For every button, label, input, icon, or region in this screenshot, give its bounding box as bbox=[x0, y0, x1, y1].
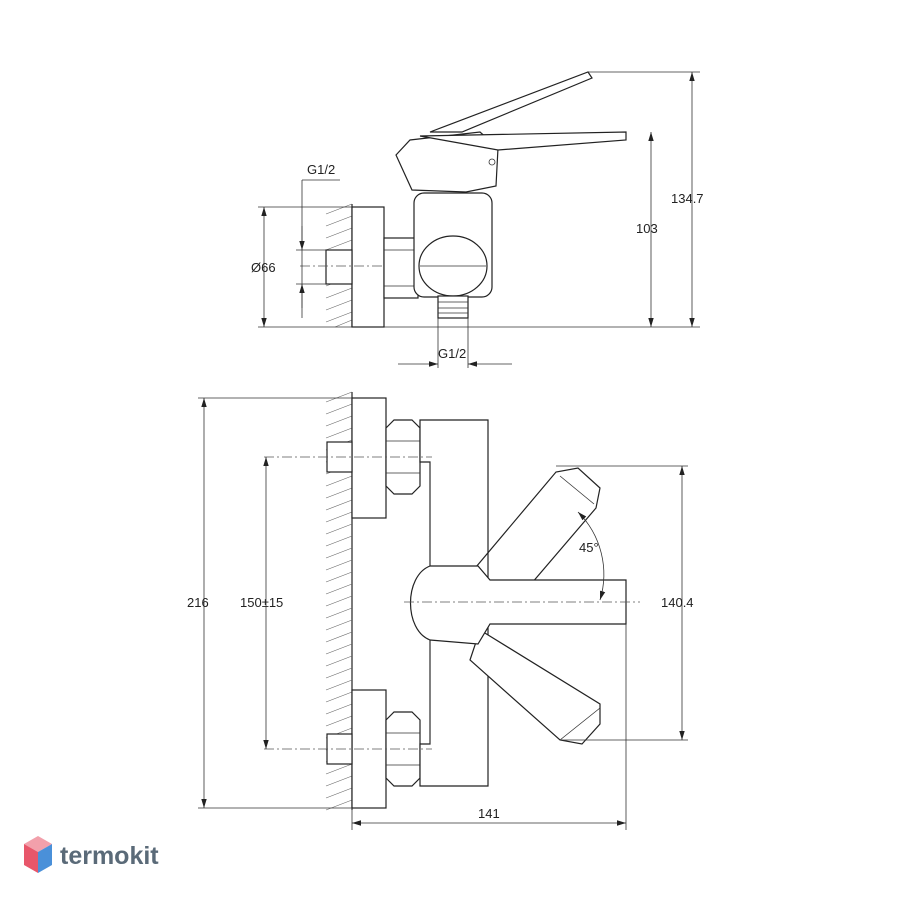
brand-name: termokit bbox=[60, 842, 159, 870]
dim-label-side-height-spout: 103 bbox=[636, 221, 658, 236]
brand-logo: termokit bbox=[24, 836, 159, 873]
dim-label-top-depth: 141 bbox=[478, 806, 500, 821]
dim-label-top-height-total: 216 bbox=[187, 595, 209, 610]
side-view: G1/2 Ø66 103 134.7 G1/2 bbox=[251, 71, 704, 368]
dim-label-top-centres: 150±15 bbox=[240, 595, 283, 610]
dim-label-side-thread-top: G1/2 bbox=[307, 162, 335, 177]
dim-label-side-height-total: 134.7 bbox=[671, 191, 704, 206]
dim-label-top-angle: 45° bbox=[579, 540, 599, 555]
dim-label-side-thread-bottom: G1/2 bbox=[438, 346, 466, 361]
dim-label-side-diameter: Ø66 bbox=[251, 260, 276, 275]
cube-logo-icon bbox=[24, 836, 52, 873]
top-view: 45° 216 150±15 140.4 141 bbox=[187, 391, 694, 830]
dim-label-top-lever-width: 140.4 bbox=[661, 595, 694, 610]
